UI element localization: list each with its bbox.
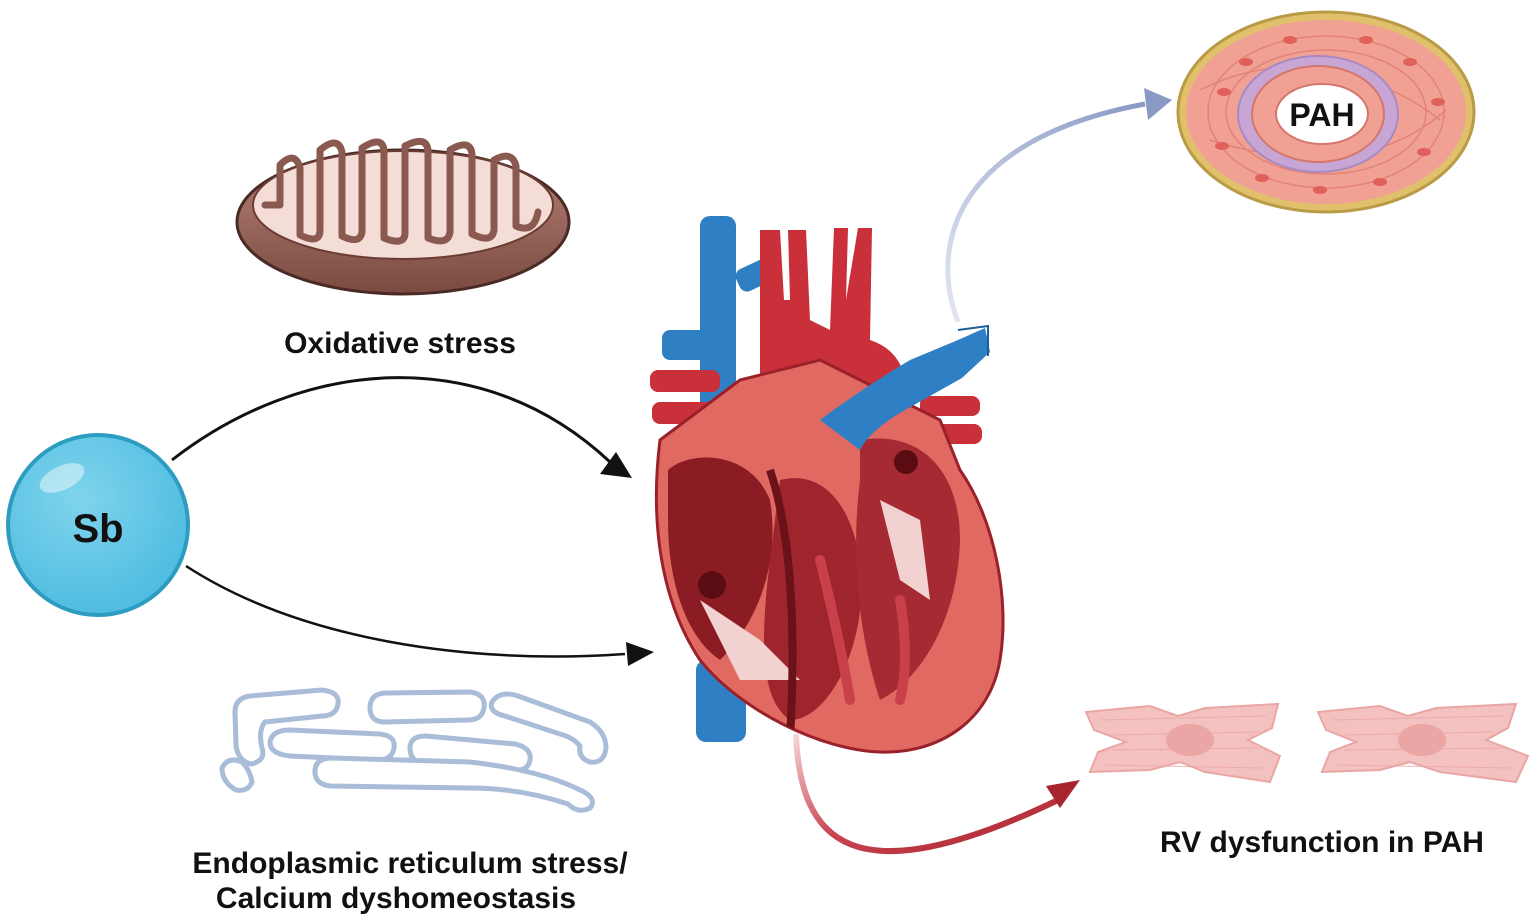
rv-dysfunction-label: RV dysfunction in PAH [1160, 826, 1484, 859]
artery-cross-section-icon: PAH [1176, 10, 1476, 214]
pah-label: PAH [1289, 97, 1354, 133]
arrow-sb-to-heart-lower [185, 564, 654, 666]
sb-sphere-icon: Sb [6, 433, 190, 617]
arrow-heart-to-pah [945, 88, 1172, 323]
cardiomyocyte-icon [1084, 702, 1530, 784]
arrow-heart-to-rv [793, 733, 1080, 854]
mitochondrion-icon [235, 137, 571, 296]
oxidative-stress-label: Oxidative stress [284, 327, 516, 360]
arrow-sb-to-heart-upper [171, 376, 632, 478]
endoplasmic-reticulum-icon [219, 687, 609, 813]
er-stress-label-line2: Calcium dyshomeostasis [216, 882, 576, 915]
er-stress-label-line1: Endoplasmic reticulum stress/ [192, 847, 628, 880]
heart-icon [650, 216, 1005, 754]
sb-label: Sb [72, 507, 123, 551]
